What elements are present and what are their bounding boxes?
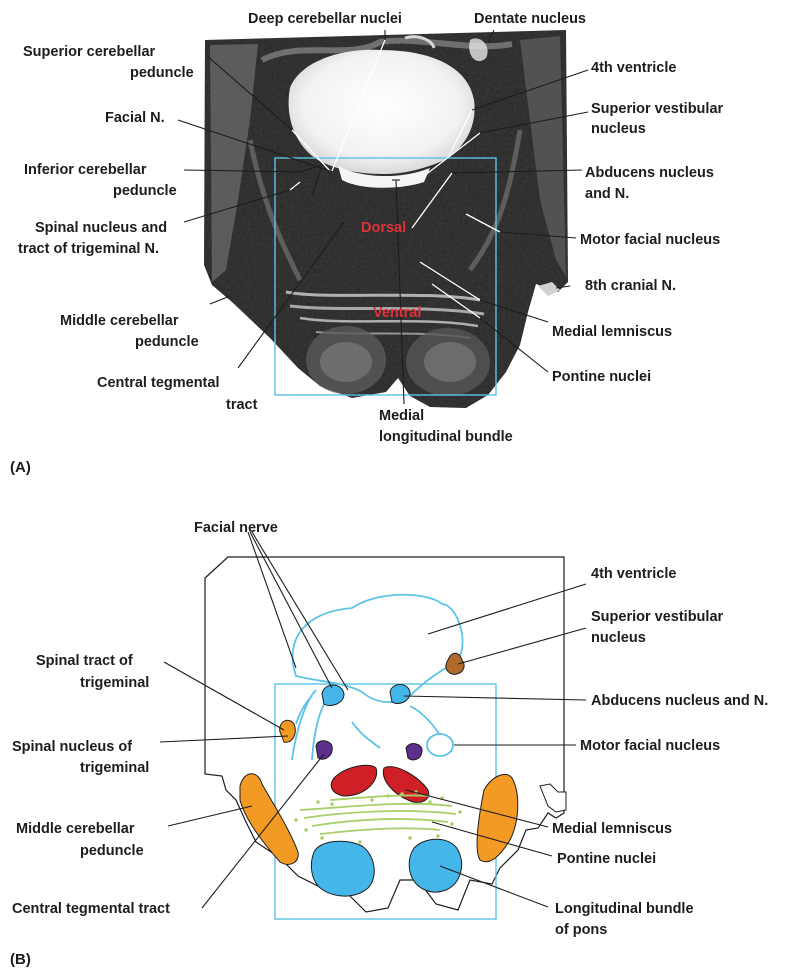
label-longitudinal-bundle: Longitudinal bundle xyxy=(555,901,694,917)
label-b-middle-cerebellar-2: peduncle xyxy=(80,843,144,859)
label-dorsal: Dorsal xyxy=(361,220,406,236)
label-superior-cerebellar: Superior cerebellar xyxy=(23,44,156,60)
panel-a-tag: (A) xyxy=(10,459,31,476)
label-spinal-tract: Spinal tract of xyxy=(36,653,133,669)
label-motor-facial: Motor facial nucleus xyxy=(580,232,720,248)
label-pontine-nuclei: Pontine nuclei xyxy=(552,369,651,385)
label-longitudinal-bundle-2: of pons xyxy=(555,922,607,938)
label-spinal-nucleus-2: tract of trigeminal N. xyxy=(18,241,159,257)
label-b-middle-cerebellar: Middle cerebellar xyxy=(16,821,135,837)
label-facial-nerve: Facial nerve xyxy=(194,520,278,536)
label-inferior-cerebellar-2: peduncle xyxy=(113,183,177,199)
label-b-superior-vestibular-2: nucleus xyxy=(591,630,646,646)
motor-facial-nucleus xyxy=(427,734,453,756)
label-medial-lemniscus: Medial lemniscus xyxy=(552,324,672,340)
panel-b-tag: (B) xyxy=(10,951,31,968)
central-tegmental-tract-right xyxy=(406,744,422,760)
label-ventral: Ventral xyxy=(373,305,421,321)
label-b-abducens: Abducens nucleus and N. xyxy=(591,693,768,709)
label-deep-cerebellar-nuclei: Deep cerebellar nuclei xyxy=(248,11,402,27)
label-b-medial-lemniscus: Medial lemniscus xyxy=(552,821,672,837)
panel-a xyxy=(178,30,588,408)
label-superior-cerebellar-2: peduncle xyxy=(130,65,194,81)
fourth-ventricle-cavity xyxy=(289,50,475,174)
label-4th-ventricle: 4th ventricle xyxy=(591,60,676,76)
label-spinal-tract-2: trigeminal xyxy=(80,675,149,691)
label-middle-cerebellar: Middle cerebellar xyxy=(60,313,179,329)
label-inferior-cerebellar: Inferior cerebellar xyxy=(24,162,147,178)
label-abducens: Abducens nucleus xyxy=(585,165,714,181)
label-medial-longitudinal-2: longitudinal bundle xyxy=(379,429,513,445)
label-central-tegmental-2: tract xyxy=(226,397,258,413)
label-b-4th-ventricle: 4th ventricle xyxy=(591,566,676,582)
label-dentate-nucleus: Dentate nucleus xyxy=(474,11,586,27)
label-central-tegmental: Central tegmental xyxy=(97,375,219,391)
longitudinal-bundle-left xyxy=(311,841,374,896)
label-spinal-nucleus-of-2: trigeminal xyxy=(80,760,149,776)
label-abducens-2: and N. xyxy=(585,186,629,202)
label-spinal-nucleus: Spinal nucleus and xyxy=(35,220,167,236)
label-b-motor-facial: Motor facial nucleus xyxy=(580,738,720,754)
label-superior-vestibular: Superior vestibular xyxy=(591,101,724,117)
label-b-pontine-nuclei: Pontine nuclei xyxy=(557,851,656,867)
label-medial-longitudinal: Medial xyxy=(379,408,424,424)
label-facial-n: Facial N. xyxy=(105,110,165,126)
label-b-superior-vestibular: Superior vestibular xyxy=(591,609,724,625)
panel-b xyxy=(160,532,586,919)
label-b-central-tegmental: Central tegmental tract xyxy=(12,901,170,917)
label-spinal-nucleus-of: Spinal nucleus of xyxy=(12,739,132,755)
label-middle-cerebellar-2: peduncle xyxy=(135,334,199,350)
label-superior-vestibular-2: nucleus xyxy=(591,121,646,137)
label-8th-cranial-n: 8th cranial N. xyxy=(585,278,676,294)
longitudinal-bundle-right xyxy=(409,839,461,892)
section-outline xyxy=(205,557,564,912)
